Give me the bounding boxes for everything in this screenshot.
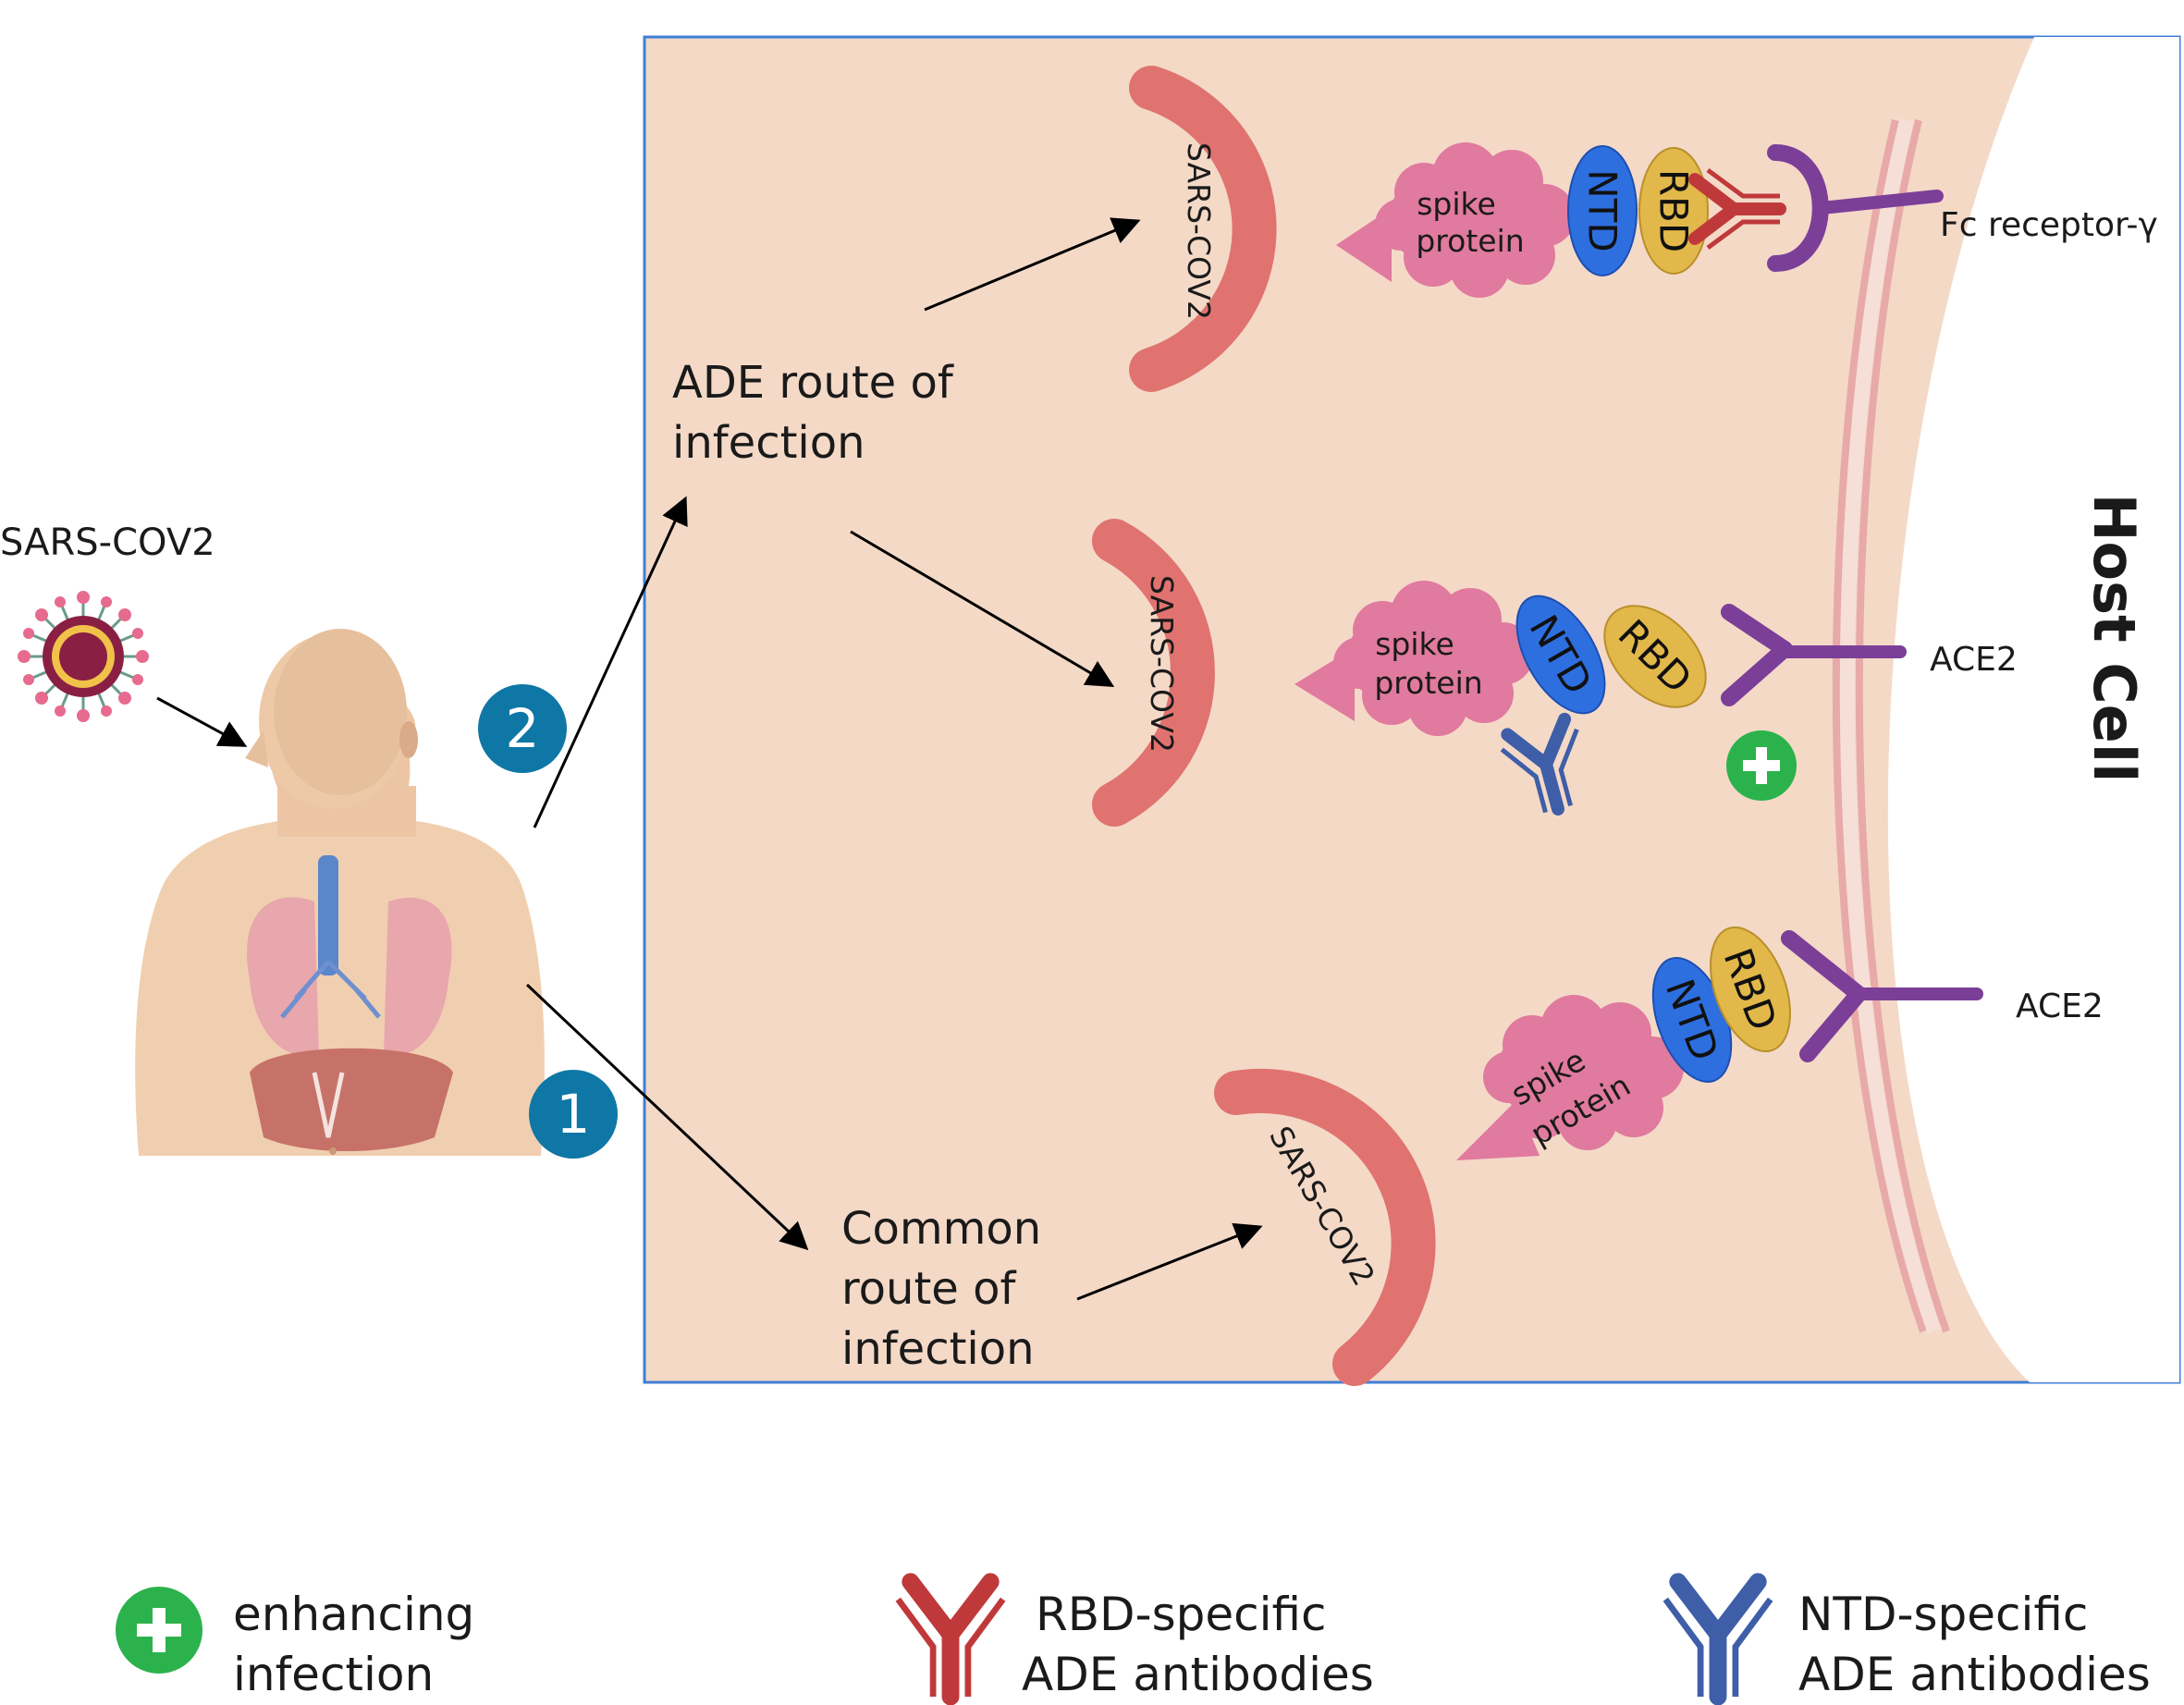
svg-text:SARS-COV2: SARS-COV2	[1181, 142, 1217, 320]
arrow-ade-to-ace2	[850, 530, 1115, 688]
common-route-label-line2: route of	[841, 1263, 1016, 1315]
rbd-domain-top: RBD	[1638, 147, 1709, 275]
fc-receptor-label: Fc receptor-γ	[1940, 206, 2158, 244]
ade-route-label-line1: ADE route of	[672, 357, 954, 409]
legend-ntd-antibodies: NTD-specific ADE antibodies	[1665, 1582, 2151, 1701]
legend-enhancing: enhancing infection	[116, 1587, 474, 1701]
host-cell	[1832, 37, 2179, 1382]
route-marker-ade: 2	[478, 684, 567, 773]
svg-text:NTD: NTD	[1580, 169, 1626, 251]
legend-rbd-antibodies: RBD-specific ADE antibodies	[898, 1582, 1374, 1701]
spike-protein-top: spike protein	[1336, 142, 1576, 298]
ntd-domain-top: NTD	[1567, 145, 1638, 276]
sars-cov2-virus-icon	[18, 591, 149, 722]
common-route-label-line3: infection	[841, 1323, 1035, 1375]
virus-particle-middle: SARS-COV2	[1092, 519, 1215, 827]
rbd-domain-bottom: RBD	[1710, 926, 1791, 1053]
human-body-illustration	[135, 629, 545, 1156]
spike-protein-bottom: spike protein	[1456, 995, 1684, 1160]
svg-text:spike: spike	[1375, 626, 1454, 662]
svg-text:spike: spike	[1417, 186, 1496, 222]
svg-text:enhancing: enhancing	[233, 1588, 474, 1641]
svg-text:protein: protein	[1374, 665, 1482, 701]
ace2-receptor-middle	[1721, 604, 1907, 706]
svg-text:NTD-specific: NTD-specific	[1798, 1588, 2088, 1641]
inhale-arrow	[156, 696, 248, 747]
svg-text:1: 1	[557, 1083, 591, 1146]
svg-text:ADE antibodies: ADE antibodies	[1022, 1648, 1374, 1701]
ace2-receptor-bottom	[1781, 930, 1983, 1062]
svg-text:infection: infection	[233, 1648, 434, 1701]
arrow-to-ade-route	[533, 496, 688, 828]
ace2-label-middle: ACE2	[1930, 641, 2018, 679]
route-marker-common: 1	[529, 1070, 618, 1159]
ade-route-label-line2: infection	[672, 417, 865, 469]
ace2-label-bottom: ACE2	[2016, 987, 2104, 1025]
common-route-label-line1: Common	[841, 1203, 1041, 1255]
spike-protein-middle: spike protein	[1294, 581, 1534, 736]
ntd-domain-bottom: NTD	[1651, 957, 1733, 1083]
fc-receptor	[1767, 144, 1944, 272]
svg-text:2: 2	[506, 697, 540, 760]
virus-particle-top: SARS-COV2	[1129, 66, 1277, 392]
arrow-ade-to-fc	[924, 217, 1141, 312]
svg-text:protein: protein	[1416, 223, 1524, 259]
host-cell-label: Host Cell	[2080, 494, 2148, 783]
arrow-to-common-route	[525, 983, 809, 1251]
svg-text:SARS-COV2: SARS-COV2	[1144, 575, 1180, 753]
arrow-common-to-ace2	[1076, 1222, 1263, 1301]
virus-label: SARS-COV2	[0, 521, 215, 564]
svg-text:RBD-specific: RBD-specific	[1036, 1588, 1327, 1641]
svg-text:ADE antibodies: ADE antibodies	[1798, 1648, 2151, 1701]
plus-icon	[1726, 730, 1797, 801]
